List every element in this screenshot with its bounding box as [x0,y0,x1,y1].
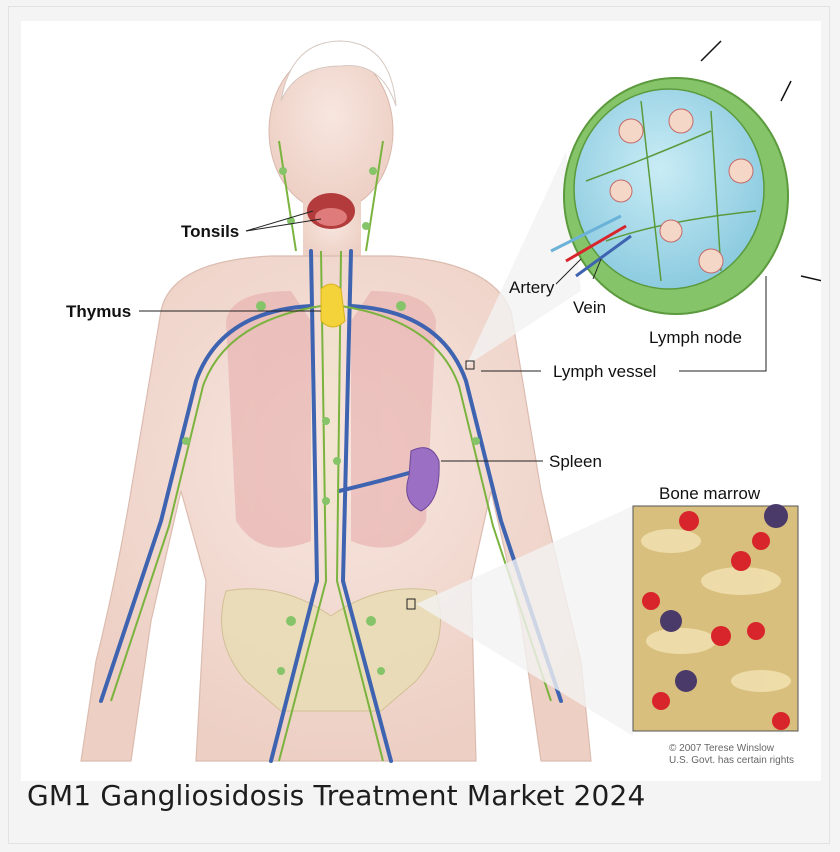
anatomy-diagram: Tonsils Thymus Artery Vein Lymph node Ly… [21,21,821,781]
credit-line-2: U.S. Govt. has certain rights [669,755,794,766]
lymph-node-inset [466,41,821,366]
label-spleen: Spleen [549,452,602,471]
figure-caption: GM1 Gangliosidosis Treatment Market 2024 [27,779,817,812]
label-lymph-node: Lymph node [649,328,742,347]
thymus-organ [321,284,345,327]
label-thymus: Thymus [66,302,131,321]
label-vein: Vein [573,298,606,317]
label-artery: Artery [509,278,555,297]
lymphatic-system-illustration: Tonsils Thymus Artery Vein Lymph node Ly… [21,21,821,781]
label-tonsils: Tonsils [181,222,239,241]
credit-line-1: © 2007 Terese Winslow [669,743,775,754]
figure-card: Tonsils Thymus Artery Vein Lymph node Ly… [8,6,830,844]
ribcage [226,291,436,548]
label-bone-marrow: Bone marrow [659,484,761,503]
label-lymph-vessel: Lymph vessel [553,362,656,381]
